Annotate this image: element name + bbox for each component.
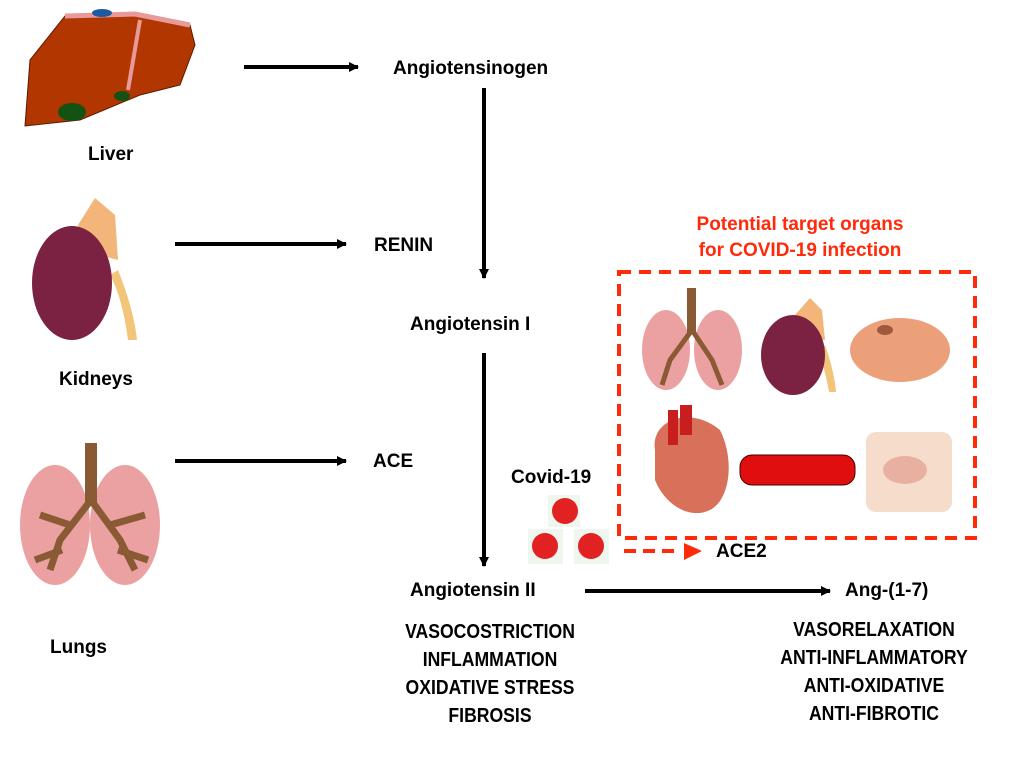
label-ace2: ACE2 [716,541,767,562]
target-organs-title: Potential target organs for COVID-19 inf… [620,212,980,264]
label-renin: RENIN [374,235,434,256]
lungs-illustration [20,443,160,585]
effect-item: FIBROSIS [448,705,532,727]
target-brain-icon [850,318,950,382]
kidney-illustration [32,198,137,340]
target-intestine-icon [866,432,952,512]
ang-ii-effects: VASOCOSTRICTION INFLAMMATION OXIDATIVE S… [358,618,622,730]
effect-item: ANTI-FIBROTIC [808,703,940,725]
virus-icon [552,498,578,524]
virus-icon [532,533,558,559]
effect-item: ANTI-OXIDATIVE [803,675,945,697]
effect-item: VASORELAXATION [793,619,955,641]
effect-item: OXIDATIVE STRESS [405,677,575,699]
effect-item: INFLAMMATION [422,649,558,671]
virus-particles [528,495,609,564]
label-kidneys: Kidneys [59,369,133,390]
effect-item: ANTI-INFLAMMATORY [780,647,968,669]
target-title-line2: for COVID-19 infection [698,240,902,261]
label-lungs: Lungs [50,637,107,658]
virus-icon [578,533,604,559]
label-covid-19: Covid-19 [511,467,592,488]
arrow-covid-to-ace2-head [684,543,702,560]
target-lungs-icon [642,288,742,390]
effect-item: VASOCOSTRICTION [405,621,575,643]
label-angiotensin-ii: Angiotensin II [410,580,536,601]
liver-illustration [24,9,196,127]
label-ace: ACE [373,451,414,472]
target-heart-icon [654,405,729,514]
target-title-line1: Potential target organs [696,214,904,235]
label-angiotensin-i: Angiotensin I [410,314,531,335]
ang-1-7-effects: VASORELAXATION ANTI-INFLAMMATORY ANTI-OX… [742,616,1006,728]
label-liver: Liver [88,144,134,165]
target-kidney-icon [761,298,836,395]
label-ang-1-7: Ang-(1-7) [845,580,929,601]
target-organs-box [617,270,977,540]
label-angiotensinogen: Angiotensinogen [393,58,549,79]
target-blood-vessel-icon [739,454,856,486]
